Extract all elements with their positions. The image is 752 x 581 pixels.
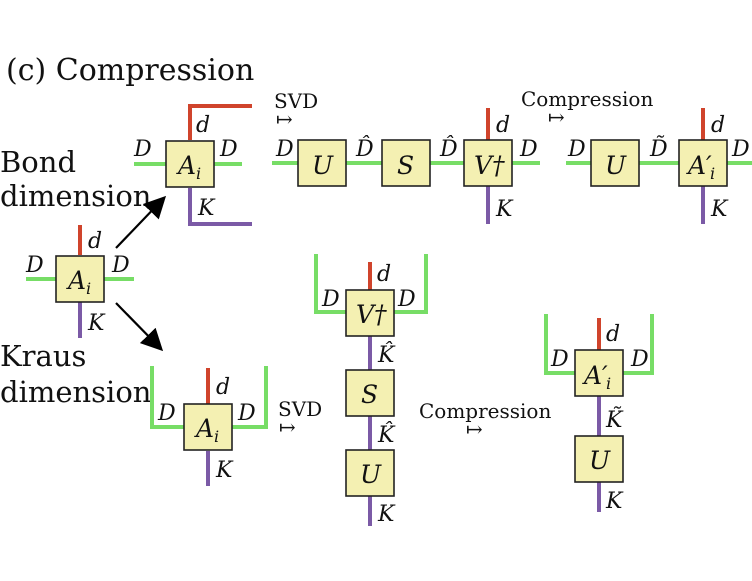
bond-svd-chain: U S V† D D̂ D̂ D d K <box>272 108 540 224</box>
tensor-Aprime-kraus <box>574 349 624 397</box>
tensor-U-kraus <box>345 449 395 497</box>
svg-text:i: i <box>214 427 219 446</box>
arrow-to-kraus <box>115 302 164 352</box>
svg-text:K̂: K̂ <box>377 422 396 448</box>
svg-text:K: K <box>197 196 216 221</box>
svg-text:D: D <box>397 287 416 312</box>
tensor-S-kraus <box>345 369 395 417</box>
svg-text:D̃: D̃ <box>649 136 668 162</box>
svg-text:K: K <box>215 458 234 483</box>
compression-label-bond: Compression <box>521 87 653 111</box>
tensor-Aprime-bond <box>678 139 728 187</box>
kraus-label-line2: dimension <box>0 375 151 409</box>
svg-text:D: D <box>731 137 750 162</box>
svg-text:D: D <box>25 253 44 278</box>
svg-text:A: A <box>194 414 214 443</box>
svg-text:K̃: K̃ <box>605 407 624 433</box>
tensor-Vdag-bond <box>463 139 513 187</box>
tensor-A-kraus <box>183 403 233 451</box>
svg-text:K: K <box>495 197 514 222</box>
compression-label-kraus: Compression <box>419 399 551 423</box>
bond-label-line2: dimension <box>0 179 151 213</box>
tensor-A-label: A <box>66 266 86 295</box>
svd-label-bond: SVD <box>274 89 318 113</box>
arrow-to-bond <box>115 195 167 249</box>
svg-text:D: D <box>275 137 294 162</box>
svg-text:d: d <box>377 262 391 287</box>
panel-title: (c) Compression <box>6 53 254 88</box>
kraus-label-line1: Kraus <box>0 339 86 373</box>
kraus-svd-chain: V† S U D D d K̂ K̂ K <box>314 254 428 527</box>
svg-text:↦: ↦ <box>548 105 565 129</box>
svg-text:A′: A′ <box>582 361 608 390</box>
tensor-A-initial <box>55 255 105 303</box>
svg-text:U: U <box>605 151 627 180</box>
tensor-Vdag-kraus <box>345 289 395 337</box>
svg-text:S: S <box>361 380 378 409</box>
svg-text:S: S <box>397 151 414 180</box>
svg-text:D: D <box>237 401 256 426</box>
tensor-U-bond-compressed <box>590 139 640 187</box>
svg-text:D: D <box>550 347 569 372</box>
kraus-compressed-group: A′ i U D D d K̃ K <box>544 314 654 514</box>
bond-label-line1: Bond <box>0 145 76 179</box>
kraus-tensor-group: A i D D d K <box>150 366 268 486</box>
svg-text:i: i <box>196 164 201 183</box>
svg-text:U: U <box>360 460 382 489</box>
svg-text:D: D <box>133 137 152 162</box>
svd-label-kraus: SVD <box>278 397 322 421</box>
svg-text:D̂: D̂ <box>439 136 458 162</box>
svg-text:d: d <box>606 322 620 347</box>
svg-text:i: i <box>606 374 611 393</box>
svg-text:V†: V† <box>474 151 505 180</box>
svg-text:D: D <box>157 401 176 426</box>
svg-text:d: d <box>711 113 725 138</box>
svg-text:D: D <box>111 253 130 278</box>
svg-text:A′: A′ <box>686 151 712 180</box>
svg-text:↦: ↦ <box>279 415 296 439</box>
svg-text:K̂: K̂ <box>377 342 396 368</box>
tensor-S-bond <box>381 139 431 187</box>
svg-text:d: d <box>216 375 230 400</box>
svg-text:A: A <box>176 151 196 180</box>
svg-text:↦: ↦ <box>466 417 483 441</box>
svg-text:d: d <box>88 229 102 254</box>
svg-text:i: i <box>710 164 715 183</box>
svg-text:↦: ↦ <box>276 107 293 131</box>
svg-text:K: K <box>710 197 729 222</box>
svg-text:K: K <box>87 311 106 336</box>
svg-text:K: K <box>605 489 624 514</box>
bond-compressed-group: U A′ i D D̃ D d K <box>566 108 752 224</box>
svg-text:D: D <box>630 347 649 372</box>
svg-text:V†: V† <box>356 300 387 329</box>
svg-text:D: D <box>321 287 340 312</box>
svg-text:D̂: D̂ <box>355 136 374 162</box>
svg-text:D: D <box>519 137 538 162</box>
svg-text:U: U <box>312 151 334 180</box>
bond-tensor-group: A i D D d K <box>133 104 252 226</box>
svg-text:U: U <box>589 446 611 475</box>
svg-text:K: K <box>377 502 396 527</box>
svg-text:d: d <box>496 113 510 138</box>
tensor-U-kraus-compressed <box>574 435 624 483</box>
svg-text:D: D <box>219 137 238 162</box>
tensor-U-bond <box>297 139 347 187</box>
svg-text:i: i <box>86 279 91 298</box>
svg-text:D: D <box>567 137 586 162</box>
initial-tensor-group: A i D D d K <box>25 225 134 338</box>
svg-text:d: d <box>196 113 210 138</box>
tensor-A-bond <box>165 140 215 188</box>
